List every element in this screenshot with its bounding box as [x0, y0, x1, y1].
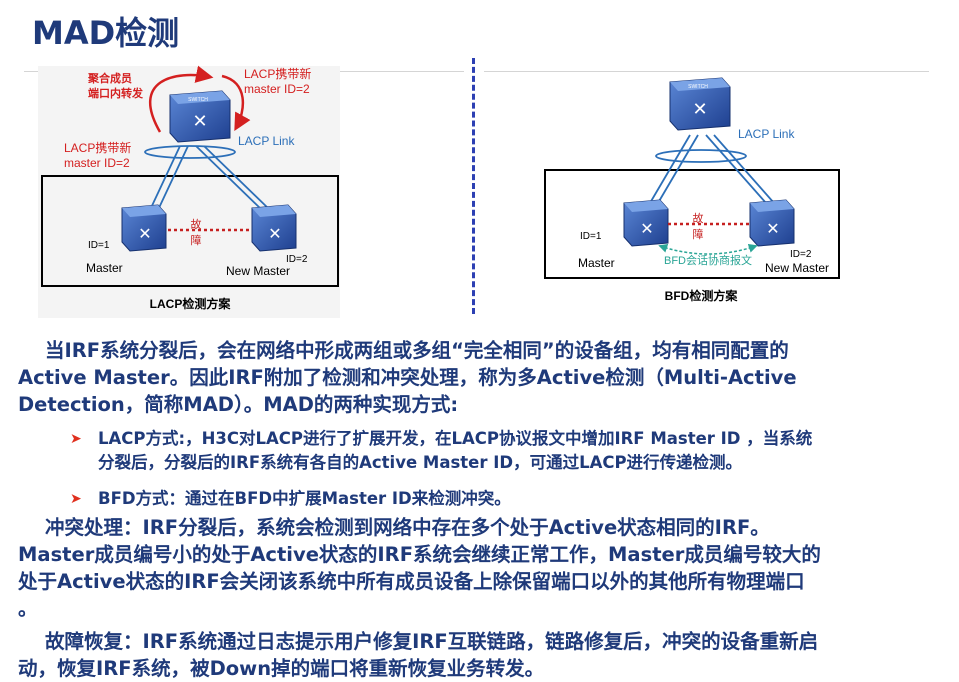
lacp-master-switch-icon: ✕ [121, 204, 167, 252]
conflict-paragraph: 冲突处理：IRF分裂后，系统会检测到网络中存在多个处于Active状态相同的IR… [18, 514, 938, 622]
bullet-lacp: ➤ LACP方式:，H3C对LACP进行了扩展开发，在LACP协议报文中增加IR… [70, 427, 930, 475]
lacp-caption: LACP检测方案 [150, 296, 232, 311]
svg-text:SWITCH: SWITCH [688, 84, 708, 90]
recovery-line-1: 故障恢复：IRF系统通过日志提示用户修复IRF互联链路，链路修复后，冲突的设备重… [45, 630, 819, 653]
conflict-line-4: 。 [18, 597, 38, 620]
bullet-lacp-line-2: 分裂后，分裂后的IRF系统有各自的Active Master ID，可通过LAC… [98, 453, 743, 472]
bullet-bfd-line-1: BFD方式：通过在BFD中扩展Master ID来检测冲突。 [98, 489, 511, 508]
lacp-right-role: New Master [226, 264, 290, 278]
lacp-left-id: ID=1 [88, 240, 110, 251]
bullet-bfd: ➤ BFD方式：通过在BFD中扩展Master ID来检测冲突。 [70, 487, 930, 511]
arrow-bullet-icon: ➤ [70, 431, 82, 447]
bfd-right-role: New Master [765, 261, 829, 275]
lacp-new-master-switch-icon: ✕ [251, 204, 297, 252]
intro-line-1: 当IRF系统分裂后，会在网络中形成两组或多组“完全相同”的设备组，均有相同配置的 [45, 339, 789, 362]
bfd-link-label: LACP Link [738, 127, 795, 141]
svg-text:SWITCH: SWITCH [188, 97, 208, 103]
bfd-fault-label-2: 障 [693, 227, 704, 241]
lacp-note-left-1: LACP携带新 [64, 140, 131, 155]
lacp-links [144, 145, 271, 211]
bfd-master-switch-icon: ✕ [623, 199, 669, 247]
lacp-note-forward-2: 端口内转发 [88, 86, 144, 100]
svg-text:✕: ✕ [692, 99, 707, 119]
recovery-line-2: 动，恢复IRF系统，被Down掉的端口将重新恢复业务转发。 [18, 657, 545, 680]
page-title: MAD检测 [32, 14, 180, 52]
bfd-left-id: ID=1 [580, 231, 602, 242]
intro-line-2: Active Master。因此IRF附加了检测和冲突处理，称为多Active检… [18, 366, 797, 389]
svg-text:✕: ✕ [138, 226, 151, 243]
bfd-caption: BFD检测方案 [665, 288, 739, 303]
conflict-line-1: 冲突处理：IRF分裂后，系统会检测到网络中存在多个处于Active状态相同的IR… [45, 516, 770, 539]
bfd-irf-box [544, 169, 840, 279]
lacp-return-arrow [221, 74, 251, 132]
lacp-note-top-right-1: LACP携带新 [244, 66, 311, 81]
lacp-link-label: LACP Link [238, 134, 295, 148]
conflict-line-3: 处于Active状态的IRF会关闭该系统中所有成员设备上除保留端口以外的其他所有… [18, 570, 805, 593]
recovery-paragraph: 故障恢复：IRF系统通过日志提示用户修复IRF互联链路，链路修复后，冲突的设备重… [18, 628, 938, 682]
lacp-top-switch-icon: SWITCH ✕ [169, 90, 231, 143]
svg-text:✕: ✕ [268, 226, 281, 243]
lacp-fault-label-1: 故 [191, 217, 202, 231]
lacp-diagram: SWITCH ✕ ✕ ✕ 故 障 聚合成员 端口内转发 LACP携带新 mast… [38, 65, 340, 318]
bfd-diagram: SWITCH ✕ ✕ ✕ 故 障 BFD会话协商报文 LACP Link ID=… [544, 77, 840, 303]
bfd-links [649, 134, 775, 204]
lacp-left-role: Master [86, 261, 123, 275]
bfd-top-switch-icon: SWITCH ✕ [669, 77, 731, 131]
arrow-bullet-icon: ➤ [70, 491, 82, 507]
lacp-note-forward-1: 聚合成员 [87, 71, 132, 85]
lacp-forward-arrow [148, 65, 214, 133]
mad-figures: SWITCH ✕ ✕ ✕ 故 障 聚合成员 端口内转发 LACP携带新 mast… [38, 65, 840, 318]
intro-line-3: Detection，简称MAD）。MAD的两种实现方式: [18, 393, 459, 416]
bfd-fault-label-1: 故 [693, 211, 704, 225]
bullet-lacp-line-1: LACP方式:，H3C对LACP进行了扩展开发，在LACP协议报文中增加IRF … [98, 429, 813, 448]
bfd-left-role: Master [578, 256, 615, 270]
lacp-note-left-2: master ID=2 [64, 156, 130, 170]
svg-text:✕: ✕ [766, 221, 779, 238]
svg-text:✕: ✕ [640, 221, 653, 238]
intro-paragraph: 当IRF系统分裂后，会在网络中形成两组或多组“完全相同”的设备组，均有相同配置的… [18, 337, 938, 418]
lacp-fault-label-2: 障 [191, 233, 202, 247]
lacp-note-top-right-2: master ID=2 [244, 82, 310, 96]
header-divider-right [484, 71, 929, 72]
lacp-right-id: ID=2 [286, 254, 308, 265]
conflict-line-2: Master成员编号小的处于Active状态的IRF系统会继续正常工作，Mast… [18, 543, 821, 566]
bfd-session-label: BFD会话协商报文 [664, 253, 752, 267]
bfd-right-id: ID=2 [790, 249, 812, 260]
svg-text:✕: ✕ [192, 111, 207, 131]
lacp-irf-box [41, 175, 339, 287]
bfd-new-master-switch-icon: ✕ [749, 199, 795, 247]
figure-divider [472, 58, 475, 314]
bfd-session-arrow [658, 244, 758, 255]
